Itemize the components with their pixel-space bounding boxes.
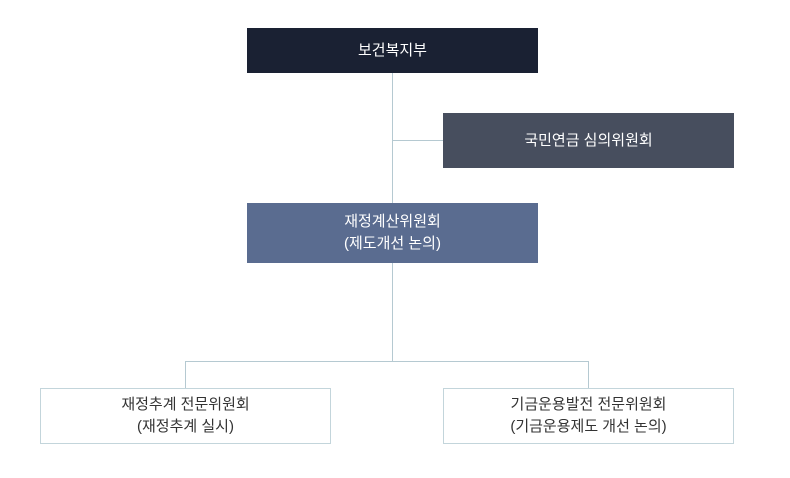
node-finance-calc-label: 재정계산위원회 (344, 213, 441, 231)
node-finance-calc-sublabel: (제도개선 논의) (344, 235, 441, 252)
connector-horizontal-split (185, 361, 589, 362)
node-estimation-label: 재정추계 전문위원회 (121, 396, 250, 414)
connector-finance-calc-down (392, 263, 393, 361)
node-fund-development-committee: 기금운용발전 전문위원회 (기금운용제도 개선 논의) (443, 388, 734, 444)
node-ministry: 보건복지부 (247, 28, 538, 73)
node-deliberation-committee: 국민연금 심의위원회 (443, 113, 734, 168)
node-estimation-sublabel: (재정추계 실시) (137, 418, 234, 435)
connector-ministry-to-finance-calc (392, 73, 393, 203)
node-estimation-committee: 재정추계 전문위원회 (재정추계 실시) (40, 388, 331, 444)
node-finance-calculation-committee: 재정계산위원회 (제도개선 논의) (247, 203, 538, 263)
node-fund-dev-label: 기금운용발전 전문위원회 (510, 396, 667, 414)
node-deliberation-label: 국민연금 심의위원회 (524, 131, 653, 149)
connector-drop-to-fund-dev (588, 361, 589, 388)
node-fund-dev-sublabel: (기금운용제도 개선 논의) (510, 418, 667, 435)
connector-drop-to-estimation (185, 361, 186, 388)
connector-branch-to-deliberation (392, 140, 443, 141)
node-ministry-label: 보건복지부 (357, 41, 427, 59)
